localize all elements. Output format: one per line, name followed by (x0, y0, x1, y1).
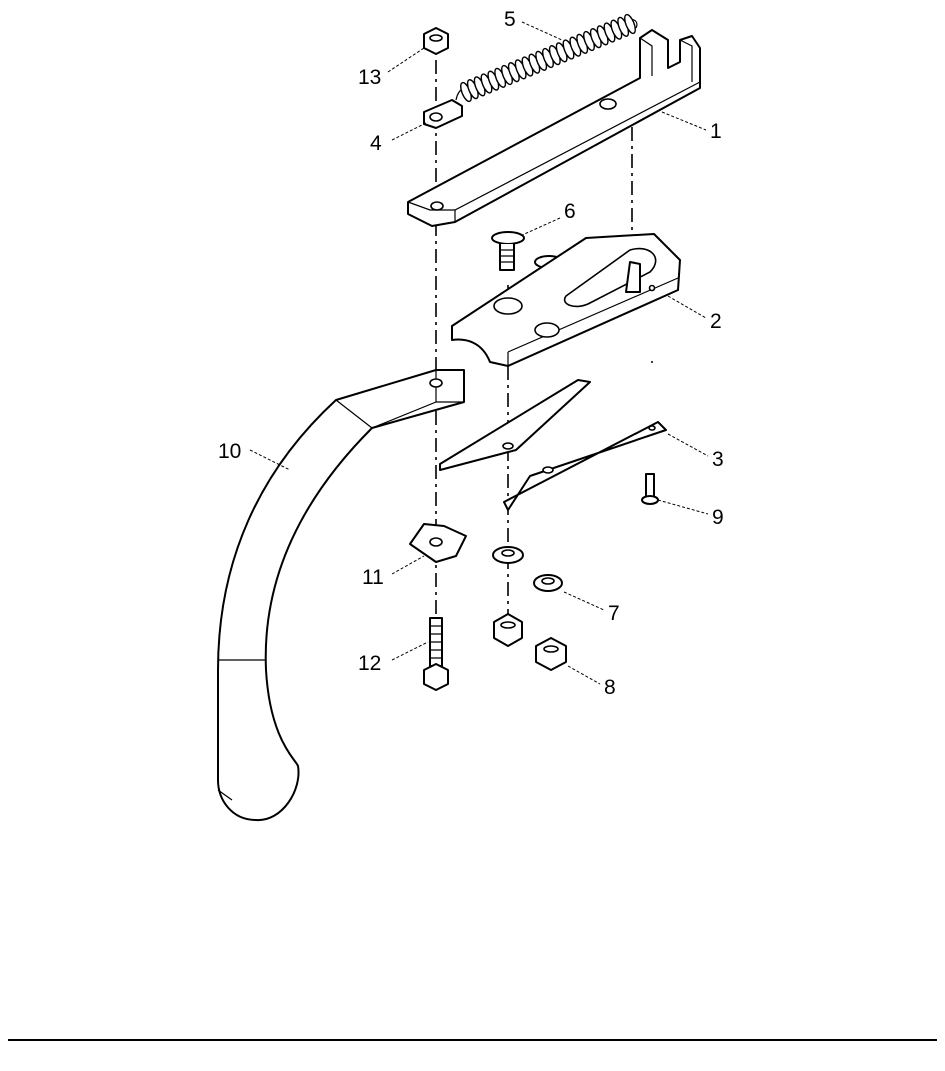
callout-labels: 5 13 4 1 6 2 3 9 10 11 7 8 12 (218, 8, 724, 699)
callout-11: 11 (362, 566, 384, 589)
callout-12: 12 (358, 652, 381, 675)
part-8-nuts (493, 613, 567, 671)
callout-13: 13 (358, 66, 381, 89)
callout-1: 1 (710, 120, 722, 143)
spring-coil (624, 13, 636, 35)
part-washers (492, 546, 563, 592)
callout-4: 4 (370, 132, 382, 155)
leader-lines (249, 21, 709, 685)
callout-7: 7 (608, 602, 620, 625)
part-5-tension-spring (455, 13, 638, 103)
callout-2: 2 (710, 310, 722, 333)
part-4-spring-eye (423, 99, 463, 129)
callout-10: 10 (218, 440, 241, 463)
part-13-nut (423, 27, 449, 55)
stray-dot (651, 361, 653, 363)
callout-5: 5 (504, 8, 516, 31)
spring-coil-group (460, 13, 636, 103)
callout-6: 6 (564, 200, 576, 223)
part-1-mounting-bar (407, 29, 701, 227)
part-2-mounting-plate (451, 233, 681, 367)
part-9-pin (641, 473, 659, 505)
part-11-clamp (409, 523, 467, 563)
callout-8: 8 (604, 676, 616, 699)
callout-9: 9 (712, 506, 724, 529)
part-12-bolt (423, 617, 449, 691)
callout-3: 3 (712, 448, 724, 471)
part-10-curved-shank (217, 369, 465, 822)
part-3-blades (439, 379, 667, 511)
